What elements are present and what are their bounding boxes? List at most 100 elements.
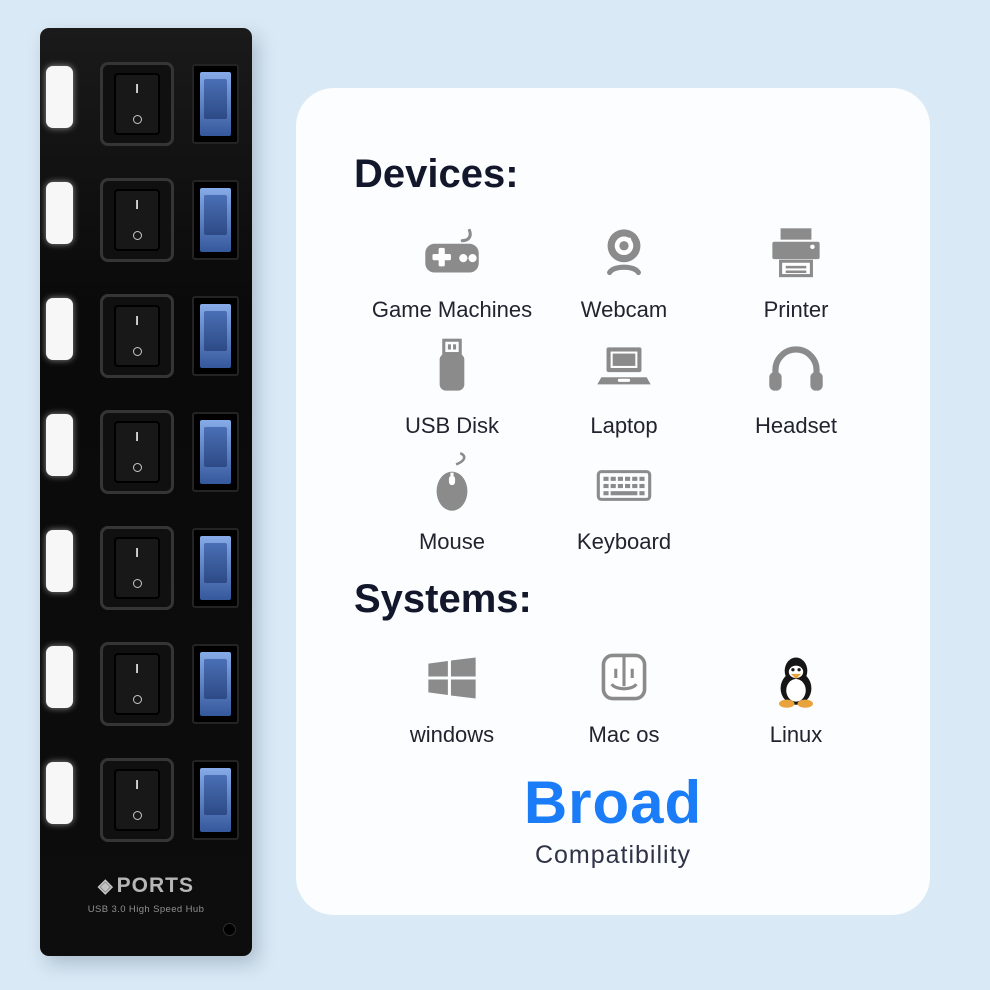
printer-icon <box>755 216 837 290</box>
usb-port <box>192 412 239 492</box>
usb-port-tongue <box>204 659 227 699</box>
devices-heading: Devices: <box>354 152 519 196</box>
usb-port-blue-insert <box>200 304 231 368</box>
rocker: I <box>114 421 160 483</box>
linux-icon <box>755 641 837 715</box>
system-label: windows <box>409 721 495 747</box>
diamond-logo-icon: ◈ <box>98 876 114 897</box>
hub-subtitle-text: USB 3.0 High Speed Hub <box>87 904 205 915</box>
device-mouse: Mouse <box>366 443 538 559</box>
device-usb-disk: USB Disk <box>366 327 538 443</box>
led-indicator <box>46 646 73 708</box>
mouse-icon <box>411 448 493 522</box>
hub-row: I <box>40 758 252 844</box>
device-game-machines: Game Machines <box>366 211 538 327</box>
compatibility-subtitle: Compatibility <box>534 841 692 869</box>
usb-port-tongue <box>204 79 227 119</box>
switch-off-mark <box>132 695 142 704</box>
switch-on-mark: I <box>135 545 139 560</box>
power-switch: I <box>100 758 174 842</box>
hub-row: I <box>40 178 252 264</box>
switch-on-mark: I <box>135 777 139 792</box>
device-label: Game Machines <box>371 296 533 322</box>
usb-port-tongue <box>204 543 227 583</box>
led-indicator <box>46 530 73 592</box>
system-label: Mac os <box>588 721 660 747</box>
device-label: Webcam <box>580 296 668 322</box>
rocker: I <box>114 73 160 135</box>
usb-port <box>192 760 239 840</box>
led-indicator <box>46 66 73 128</box>
switch-off-mark <box>132 347 142 356</box>
broad-title: Broad <box>523 769 703 836</box>
hub-row: I <box>40 526 252 612</box>
laptop-icon <box>583 332 665 406</box>
gamepad-icon <box>411 216 493 290</box>
device-headset: Headset <box>710 327 882 443</box>
usb-port-tongue <box>204 427 227 467</box>
power-jack-dot <box>223 923 236 936</box>
switch-on-mark: I <box>135 81 139 96</box>
device-webcam: Webcam <box>538 211 710 327</box>
led-indicator <box>46 414 73 476</box>
usb-port-blue-insert <box>200 652 231 716</box>
switch-off-mark <box>132 231 142 240</box>
keyboard-icon <box>583 448 665 522</box>
webcam-icon <box>583 216 665 290</box>
usb-port-blue-insert <box>200 536 231 600</box>
broad-compatibility-footer: Broad Compatibility <box>296 768 930 870</box>
hub-row: I <box>40 294 252 380</box>
hub-brand: ◈PORTS <box>40 874 252 898</box>
usb-disk-icon <box>411 332 493 406</box>
device-label: USB Disk <box>404 412 500 438</box>
usb-port-blue-insert <box>200 72 231 136</box>
power-switch: I <box>100 526 174 610</box>
system-label: Linux <box>769 721 823 747</box>
windows-icon <box>411 641 493 715</box>
system-windows: windows <box>366 636 538 752</box>
usb-port <box>192 180 239 260</box>
led-indicator <box>46 762 73 824</box>
switch-on-mark: I <box>135 313 139 328</box>
hub-row: I <box>40 642 252 728</box>
switch-off-mark <box>132 463 142 472</box>
usb-port <box>192 528 239 608</box>
rocker: I <box>114 189 160 251</box>
rocker: I <box>114 653 160 715</box>
device-label: Laptop <box>590 412 658 438</box>
rocker: I <box>114 537 160 599</box>
usb-port-tongue <box>204 311 227 351</box>
systems-grid: windows Mac os Linux <box>366 636 930 752</box>
hub-row: I <box>40 62 252 148</box>
led-indicator <box>46 298 73 360</box>
usb-port <box>192 644 239 724</box>
usb-port <box>192 296 239 376</box>
macos-icon <box>583 641 665 715</box>
switch-off-mark <box>132 115 142 124</box>
rocker: I <box>114 305 160 367</box>
device-label: Keyboard <box>576 528 672 554</box>
systems-heading: Systems: <box>354 577 532 621</box>
switch-off-mark <box>132 579 142 588</box>
usb-hub: I I I I I I I ◈PORTS USB 3.0 High Speed Hub <box>40 28 252 956</box>
headset-icon <box>755 332 837 406</box>
led-indicator <box>46 182 73 244</box>
power-switch: I <box>100 62 174 146</box>
switch-off-mark <box>132 811 142 820</box>
usb-port-blue-insert <box>200 768 231 832</box>
usb-port <box>192 64 239 144</box>
usb-port-tongue <box>204 775 227 815</box>
rocker: I <box>114 769 160 831</box>
device-label: Printer <box>763 296 829 322</box>
usb-port-blue-insert <box>200 420 231 484</box>
power-switch: I <box>100 294 174 378</box>
switch-on-mark: I <box>135 661 139 676</box>
system-linux: Linux <box>710 636 882 752</box>
usb-port-tongue <box>204 195 227 235</box>
power-switch: I <box>100 410 174 494</box>
device-label: Headset <box>755 412 837 438</box>
switch-on-mark: I <box>135 429 139 444</box>
